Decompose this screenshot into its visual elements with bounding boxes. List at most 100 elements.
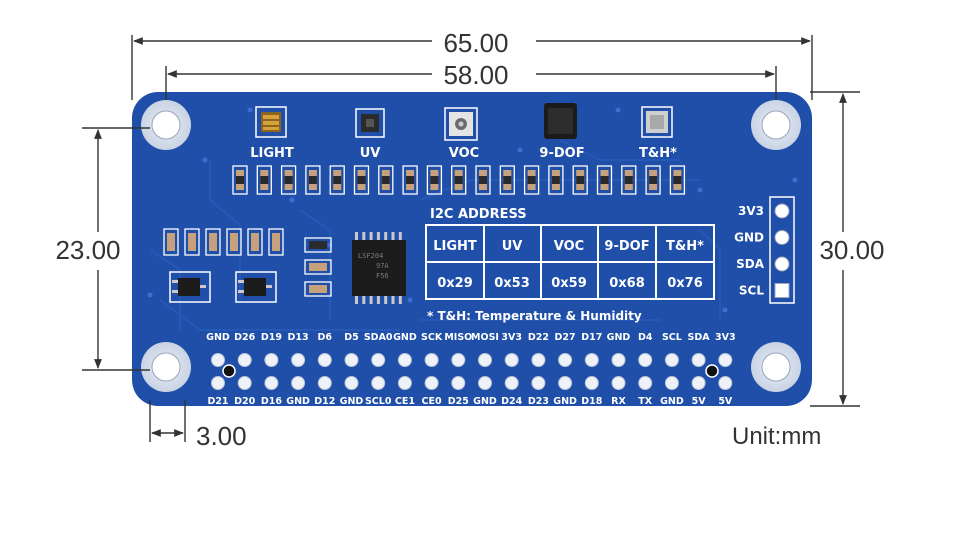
gpio-pin xyxy=(691,376,706,390)
gpio-pin xyxy=(264,353,279,367)
gpio-top-label: 3V3 xyxy=(501,332,522,343)
gpio-bottom-label: D16 xyxy=(261,396,282,407)
gpio-top-label: D26 xyxy=(234,332,255,343)
side-pin-label: SDA xyxy=(736,257,765,271)
uv-sensor-chip xyxy=(355,108,385,138)
gpio-pin xyxy=(317,353,332,367)
gpio-pin xyxy=(237,376,252,390)
gpio-bottom-label: GND xyxy=(473,396,497,407)
gpio-pin xyxy=(451,376,466,390)
gpio-pin xyxy=(424,376,439,390)
gpio-pin xyxy=(237,353,252,367)
resistor-row xyxy=(232,165,686,195)
dim-hole-offset: 3.00 xyxy=(196,421,247,451)
gpio-header-black-dots xyxy=(222,364,719,378)
gpio-pin xyxy=(344,376,359,390)
gpio-bottom-label: D20 xyxy=(234,396,255,407)
gpio-top-label: MOSI xyxy=(471,332,499,343)
gpio-pin xyxy=(478,353,492,367)
gpio-bottom-label: TX xyxy=(638,396,652,407)
gpio-top-label: GND xyxy=(607,332,631,343)
gpio-pin xyxy=(504,376,519,390)
gpio-pin xyxy=(211,376,225,390)
i2c-address-cell: 0x53 xyxy=(494,276,530,291)
nine-dof-sensor-chip xyxy=(544,103,577,139)
gpio-pin xyxy=(317,376,332,390)
gpio-top-label: D27 xyxy=(555,332,576,343)
gpio-top-label: SCL xyxy=(662,332,682,343)
i2c-address-cell: 0x29 xyxy=(437,276,473,291)
side-pin-label: 3V3 xyxy=(738,204,764,218)
gpio-top-label: SDA0 xyxy=(364,332,393,343)
i2c-header-cell: LIGHT xyxy=(433,239,477,254)
mounting-hole-top-left xyxy=(141,100,191,150)
gpio-bottom-label: 5V xyxy=(692,396,707,407)
gpio-bottom-label: RX xyxy=(611,396,626,407)
gpio-pin xyxy=(397,353,412,367)
pcb-traces xyxy=(149,139,721,331)
gpio-top-label: SCK xyxy=(421,332,443,343)
gpio-top-label: GND xyxy=(206,332,230,343)
pcb-board xyxy=(132,92,812,406)
dim-hole-spacing-y: 23.00 xyxy=(55,235,120,265)
ic-pins-top xyxy=(355,232,402,242)
gpio-header: GNDD21D26D20D19D16D13GNDD6D12D5GNDSDA0SC… xyxy=(206,332,735,407)
gpio-pin xyxy=(264,376,279,390)
gpio-top-label: D13 xyxy=(288,332,309,343)
gpio-pin xyxy=(584,376,599,390)
dim-hole-spacing-x: 58.00 xyxy=(443,60,508,90)
transistor-left xyxy=(169,271,211,303)
gpio-top-label: 3V3 xyxy=(715,332,736,343)
capacitor-small-group xyxy=(304,237,332,297)
level-shifter-ic: LSF204 97A F56 xyxy=(352,232,406,304)
gpio-bottom-label: SCL0 xyxy=(365,396,392,407)
gpio-bottom-label: GND xyxy=(553,396,577,407)
gpio-bottom-label: D21 xyxy=(207,396,228,407)
side-pin-label: GND xyxy=(734,231,764,245)
gpio-bottom-label: 5V xyxy=(718,396,733,407)
gpio-top-label: GND xyxy=(393,332,417,343)
ic-pins-bottom xyxy=(355,294,402,304)
gpio-pin xyxy=(584,353,599,367)
gpio-top-label: D6 xyxy=(318,332,333,343)
i2c-header-cell: 9-DOF xyxy=(604,239,649,254)
mounting-hole-bottom-right xyxy=(751,342,801,392)
gpio-pin xyxy=(531,376,546,390)
gpio-pin xyxy=(558,353,573,367)
gpio-bottom-label: CE0 xyxy=(422,396,442,407)
gpio-pin xyxy=(478,376,492,390)
sensor-label: 9-DOF xyxy=(539,146,584,161)
th-sensor-chip xyxy=(641,106,673,138)
gpio-pin xyxy=(211,353,225,367)
gpio-pin xyxy=(371,353,386,367)
gpio-bottom-label: D25 xyxy=(448,396,469,407)
dim-board-width: 65.00 xyxy=(443,28,508,58)
dim-board-height: 30.00 xyxy=(819,235,884,265)
sensor-label: T&H* xyxy=(639,146,677,161)
gpio-bottom-label: D24 xyxy=(501,396,522,407)
sensor-label: VOC xyxy=(449,146,479,161)
i2c-header-cell: VOC xyxy=(554,239,584,254)
gpio-pin xyxy=(664,353,679,367)
ic-marking-line-3: F56 xyxy=(376,272,389,280)
gpio-pin xyxy=(718,376,733,390)
i2c-table-title: I2C ADDRESS xyxy=(430,207,527,222)
gpio-pin xyxy=(504,353,519,367)
gpio-pin xyxy=(558,376,573,390)
gpio-pin xyxy=(397,376,412,390)
gpio-pin xyxy=(451,353,466,367)
light-sensor-chip xyxy=(255,106,287,138)
i2c-header-cell: T&H* xyxy=(666,239,704,254)
gpio-pin xyxy=(611,353,626,367)
mounting-hole-bottom-left xyxy=(141,342,191,392)
i2c-address-cell: 0x76 xyxy=(667,276,703,291)
gpio-bottom-label: GND xyxy=(340,396,364,407)
gpio-bottom-label: D23 xyxy=(528,396,549,407)
gpio-pin xyxy=(291,353,306,367)
ic-marking-line-1: LSF204 xyxy=(358,252,383,260)
capacitor-group xyxy=(163,228,284,256)
